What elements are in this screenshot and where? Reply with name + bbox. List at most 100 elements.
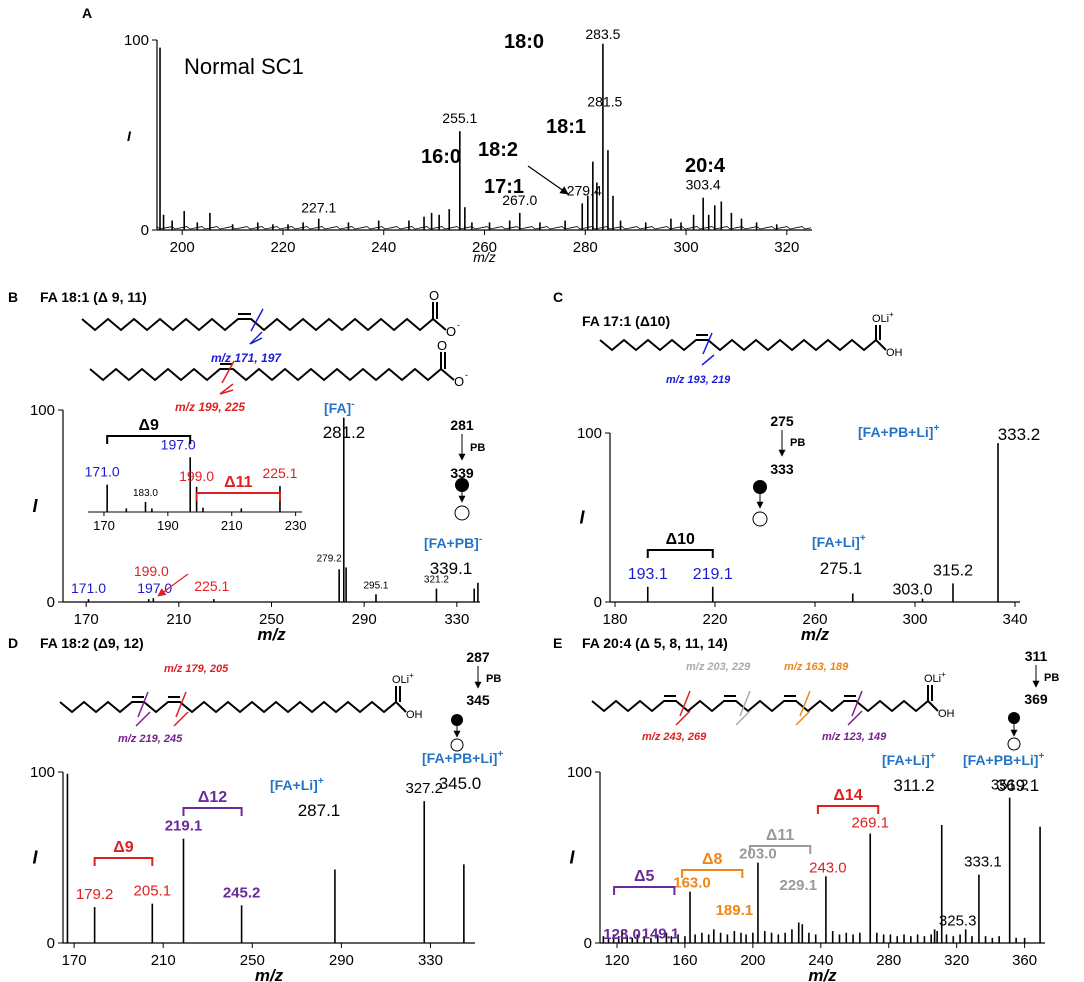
delta-bracket xyxy=(816,805,880,814)
panel-letter-b: B xyxy=(8,289,18,305)
delta-bracket xyxy=(613,886,676,895)
ion-label-fa-pb: [FA+PB]- xyxy=(424,534,482,551)
peak-label: 303.0 xyxy=(892,582,932,599)
panel-e: FA 20:4 (Δ 5, 8, 11, 14) OLi+ OH m/z 203… xyxy=(567,635,1059,982)
scheme-open-circle-c xyxy=(752,511,768,527)
cleave-arrow-c xyxy=(701,354,715,366)
label-name-18-1: 18:1 xyxy=(546,116,586,138)
peak-label: 189.1 xyxy=(716,902,754,919)
peak-label: 269.1 xyxy=(851,815,889,832)
panel-c-title: FA 17:1 (Δ10) xyxy=(582,313,670,329)
structure-label-d-purple: m/z 219, 245 xyxy=(118,733,183,745)
peak-label: 149.1 xyxy=(642,926,680,943)
delta-bracket xyxy=(182,807,243,816)
panel-a-peaks xyxy=(156,43,812,230)
delta-label: Δ9 xyxy=(113,839,134,856)
peak-label: 219.1 xyxy=(693,566,733,583)
ion-mz-fa-li-d: 287.1 xyxy=(298,801,341,820)
scheme-filled-circle-e xyxy=(1008,712,1020,724)
ion-label-fa-pb-li-d: [FA+PB+Li]+ xyxy=(422,749,503,766)
scheme-reagent-e: PB xyxy=(1044,672,1059,684)
inset-peak-label: 171.0 xyxy=(85,464,120,480)
x-axis-label: m/z xyxy=(473,249,496,265)
x-tick-label: 300 xyxy=(902,611,927,628)
x-tick-label: 320 xyxy=(944,952,969,969)
baseline-noise xyxy=(156,225,812,230)
label-name-18-2: 18:2 xyxy=(478,139,518,161)
carboxyl-d xyxy=(395,701,407,713)
x-tick-label: 330 xyxy=(418,952,443,969)
scheme-product-d: 345 xyxy=(466,692,490,708)
cleave-e-red xyxy=(679,690,691,717)
inset-peak-label: 183.0 xyxy=(133,488,158,499)
peak-label: 197.0 xyxy=(137,580,172,596)
x-tick-label: 210 xyxy=(151,952,176,969)
cleave-arrow-d-red xyxy=(173,711,189,727)
scheme-precursor: 281 xyxy=(450,417,474,433)
x-tick-label: 290 xyxy=(329,952,354,969)
x-axis-label: m/z xyxy=(255,966,284,982)
cleave-mark-c xyxy=(702,332,713,355)
x-tick-label: 240 xyxy=(371,239,396,256)
y-axis-label: I xyxy=(579,508,585,528)
delta-bracket xyxy=(106,435,192,444)
y-axis-label: I xyxy=(569,848,575,868)
structure-17-1 xyxy=(599,338,877,352)
oh-c: OH xyxy=(886,347,903,359)
panel-c: FA 17:1 (Δ10) OLi+ OH m/z 193, 219 193.1… xyxy=(577,310,1040,644)
oxygen-b2a: O xyxy=(437,338,447,353)
ion-mz-fa-pb-li-e: 369.1 xyxy=(997,776,1040,795)
x-tick-label: 220 xyxy=(702,611,727,628)
peak-label: 279.2 xyxy=(317,553,342,564)
peak-label: 303.4 xyxy=(686,177,721,193)
delta-label: Δ14 xyxy=(833,787,862,804)
scheme-reagent: PB xyxy=(470,442,485,454)
x-tick-label: 180 xyxy=(602,611,627,628)
peak-label: 225.1 xyxy=(194,578,229,594)
delta-bracket xyxy=(93,857,154,866)
panel-d-title: FA 18:2 (Δ9, 12) xyxy=(40,635,144,651)
carboxyl-b1 xyxy=(432,318,447,331)
scheme-filled-circle-c xyxy=(753,480,767,494)
delta-label: Δ8 xyxy=(702,851,723,868)
peak-label: 351.2 xyxy=(991,777,1029,794)
label-name-20-4: 20:4 xyxy=(685,155,726,177)
label-name-18-0: 18:0 xyxy=(504,31,544,53)
carboxyl-c xyxy=(875,339,887,351)
label-name-16-0: 16:0 xyxy=(421,146,461,168)
x-tick-label: 280 xyxy=(876,952,901,969)
x-tick-label: 200 xyxy=(170,239,195,256)
peak-label: 333.1 xyxy=(964,854,1002,871)
peak-label: 325.3 xyxy=(939,912,977,929)
arrow-18-2 xyxy=(527,165,569,195)
x-tick-label: 290 xyxy=(352,611,377,628)
peak-label: 193.1 xyxy=(628,566,668,583)
delta-label: Δ11 xyxy=(224,474,253,491)
peak-label: 179.2 xyxy=(76,886,114,903)
ion-mz-fa-pb-li-d: 345.0 xyxy=(439,774,482,793)
cleave-e-purple xyxy=(851,690,863,717)
panel-b-peaks xyxy=(87,417,479,602)
peak-label: 279.4 xyxy=(567,182,602,198)
oxygen-b1b: O xyxy=(446,324,456,339)
scheme-open-circle xyxy=(454,505,470,521)
delta-bracket xyxy=(195,492,281,501)
structure-label-e-purple: m/z 123, 149 xyxy=(822,731,887,743)
panel-letter-d: D xyxy=(8,635,18,651)
oxygen-b2b: O xyxy=(454,374,464,389)
cleave-mark-d-red xyxy=(175,691,187,718)
inset-x-tick-label: 170 xyxy=(93,518,115,533)
ion-mz-fa-li-e: 311.2 xyxy=(893,776,934,795)
scheme-filled-circle xyxy=(455,478,469,492)
oli-c: OLi+ xyxy=(872,310,894,325)
structure-label-c: m/z 193, 219 xyxy=(666,374,731,386)
delta-label: Δ11 xyxy=(766,827,795,844)
inset-peak-label: 199.0 xyxy=(179,468,214,484)
structure-label-e-grey: m/z 203, 229 xyxy=(686,661,751,673)
ion-mz-fa: 281.2 xyxy=(323,423,366,442)
peak-label: 321.2 xyxy=(424,575,449,586)
